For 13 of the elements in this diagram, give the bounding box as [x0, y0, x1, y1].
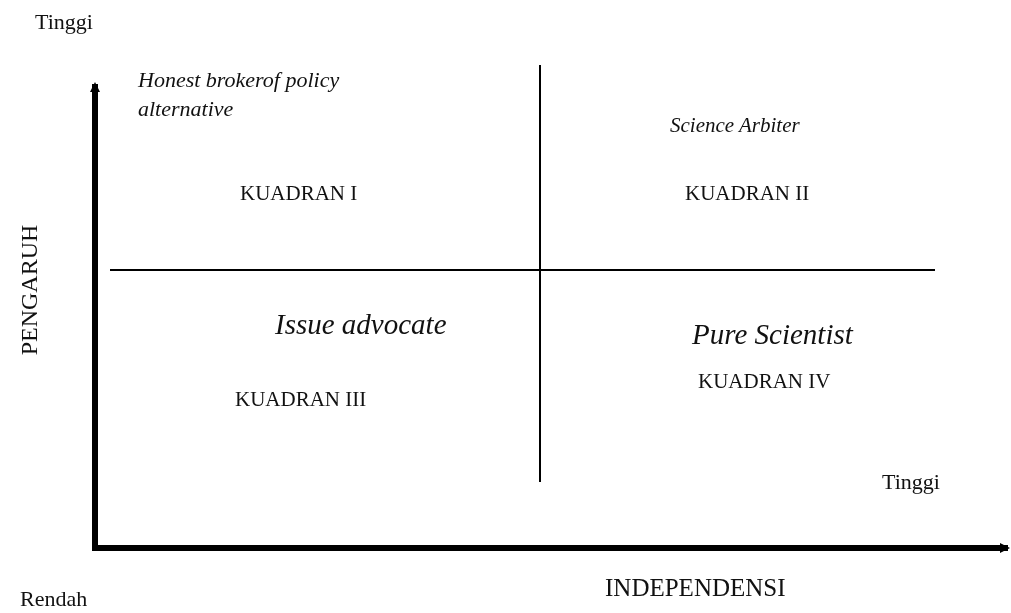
- quadrant-title: Issue advocate: [275, 307, 447, 342]
- axis-label: Rendah: [20, 585, 88, 613]
- quadrant-label: KUADRAN II: [685, 180, 810, 207]
- axis-label: Tinggi: [882, 468, 940, 496]
- quadrant-title: Honest brokerof policy alternative: [138, 66, 341, 123]
- quadrant-label: KUADRAN IV: [698, 368, 831, 395]
- axis-title: INDEPENDENSI: [605, 573, 786, 603]
- axis-title: PENGARUH: [15, 224, 44, 356]
- quadrant-label: KUADRAN I: [240, 180, 358, 207]
- quadrant-label: KUADRAN III: [235, 386, 367, 413]
- quadrant-title: Pure Scientist: [692, 317, 853, 352]
- axis-label: Tinggi: [35, 8, 93, 36]
- quadrant-title: Science Arbiter: [670, 112, 800, 139]
